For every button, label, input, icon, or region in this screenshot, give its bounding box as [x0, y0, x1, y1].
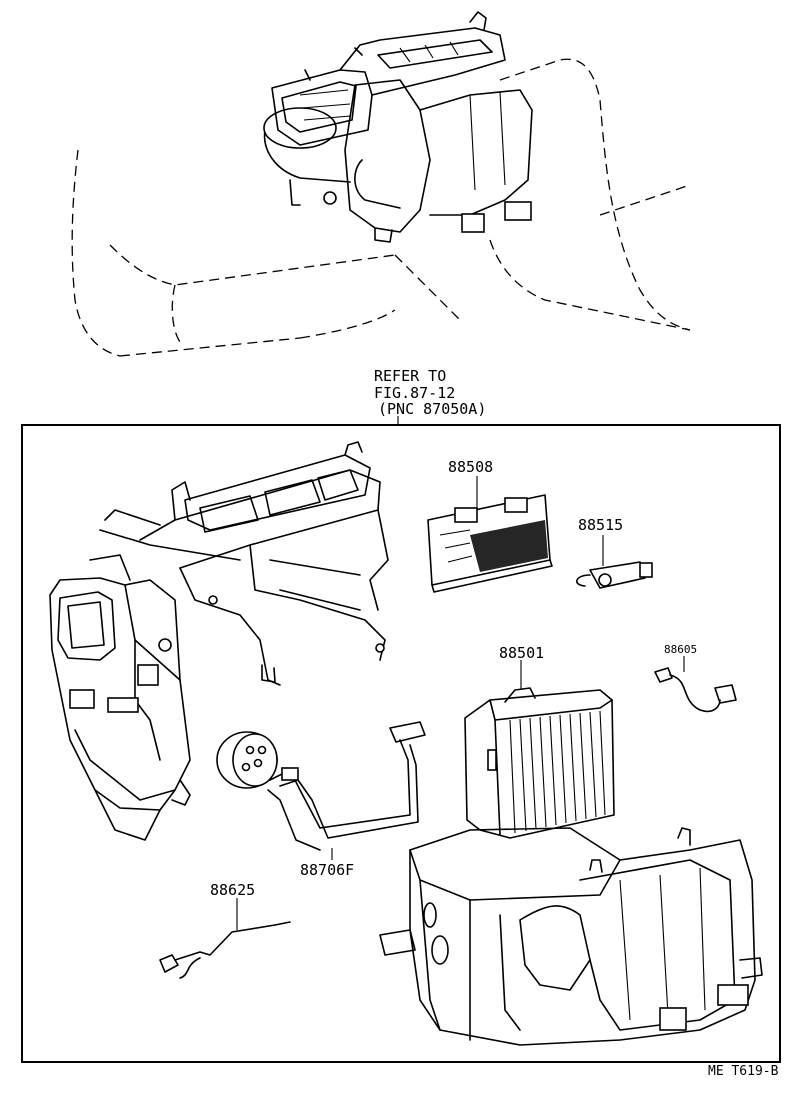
part-88706f-pipe: 88706F — [216, 721, 426, 879]
label-88605: 88605 — [664, 643, 697, 656]
reference-line-2: FIG.87-12 — [374, 384, 455, 402]
part-88625-sensor: 88625 — [159, 881, 291, 979]
label-88508: 88508 — [448, 458, 493, 476]
reference-line-3: (PNC 87050A) — [378, 400, 486, 418]
dashboard-location-view — [71, 11, 691, 357]
label-88706f: 88706F — [300, 861, 354, 879]
label-88501: 88501 — [499, 644, 544, 662]
reference-line-1: REFER TO — [374, 367, 446, 385]
parts-frame — [21, 424, 781, 1063]
part-88501-evaporator: 88501 — [464, 644, 615, 839]
upper-case-duct — [49, 441, 389, 841]
lower-case — [379, 827, 763, 1046]
figure-id: ME T619-B — [708, 1064, 779, 1079]
label-88625: 88625 — [210, 881, 255, 899]
label-88515: 88515 — [578, 516, 623, 534]
part-88508-filter: 88508 — [427, 458, 553, 593]
reference-note: REFER TO FIG.87-12 (PNC 87050A) — [374, 367, 486, 426]
part-88515-sensor: 88515 — [576, 516, 653, 589]
part-88605-sensor: 88605 — [654, 643, 737, 713]
